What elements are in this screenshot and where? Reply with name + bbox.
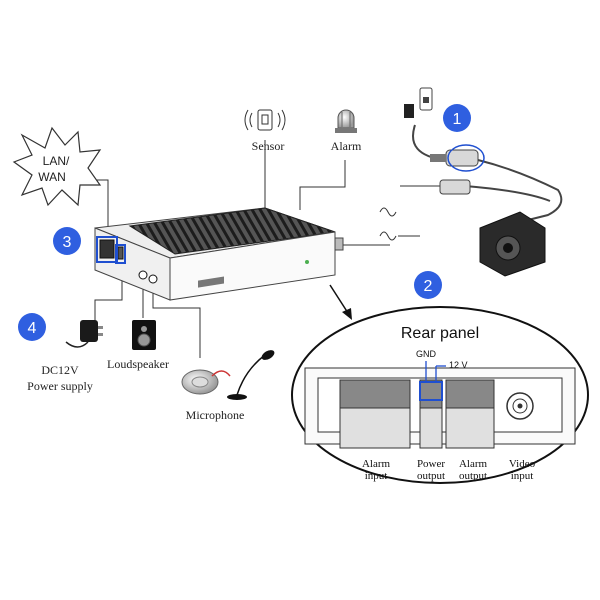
power-adapter-icon [65, 320, 103, 348]
badge-3: 3 [53, 227, 81, 255]
terminal-block-power [419, 379, 443, 449]
camera-wire-2 [464, 185, 551, 202]
usb-port [117, 246, 124, 260]
status-led [305, 260, 309, 264]
badge-1: 1 [443, 104, 471, 132]
alarm-input-line1: Alarm [362, 458, 391, 470]
alarm-output-line1: Alarm [459, 458, 488, 470]
bnc-connector-top [430, 144, 485, 172]
camera-body [479, 211, 546, 277]
alarm-label: Alarm [331, 139, 362, 153]
pinhole-camera [404, 87, 563, 277]
panel-bnc-connector [506, 392, 534, 420]
power-supply: DC12V Power supply [27, 320, 103, 393]
alarm-siren-icon [335, 109, 357, 133]
terminal-block-left [339, 379, 411, 449]
badge-4: 4 [18, 313, 46, 341]
video-port [334, 237, 344, 251]
speaker-icon [132, 320, 156, 350]
alarm-cable [299, 160, 346, 210]
lan-port [99, 239, 115, 259]
sensor-device: Sensor [244, 109, 286, 153]
power-supply-line1: DC12V [41, 363, 79, 377]
lan-wan-line1: LAN/ [43, 154, 70, 168]
lan-wan-cloud: LAN/ WAN [12, 126, 102, 207]
gnd-label: GND [416, 349, 437, 359]
sensor-label: Sensor [252, 139, 285, 153]
mic-gooseneck-icon [227, 350, 275, 400]
alarm-input-line2: input [365, 470, 388, 482]
power-output-line2: output [417, 470, 445, 482]
loudspeaker-label: Loudspeaker [107, 357, 169, 371]
lan-wan-line2: WAN [38, 170, 66, 184]
rear-panel-arrow [329, 284, 352, 320]
microphone-label: Microphone [186, 408, 245, 422]
box-label-plate [198, 276, 224, 288]
video-input-line1: Video [509, 458, 536, 470]
audio-in-jack [148, 274, 158, 284]
terminal-block-right [445, 379, 495, 449]
power-output-line1: Power [417, 458, 445, 470]
alarm-device: Alarm [331, 109, 362, 153]
audio-out-jack [138, 270, 148, 280]
video-input-line2: input [511, 470, 534, 482]
sensor-icon [244, 109, 286, 131]
connector-highlight [447, 144, 485, 172]
connection-lines [85, 140, 440, 358]
gnd-12v-leaders [425, 361, 446, 382]
dc-plug-icon [404, 87, 433, 118]
bnc-connector-bottom [439, 179, 471, 195]
alarm-output-line2: output [459, 470, 487, 482]
mic-cable [152, 280, 201, 358]
starburst-shape [12, 126, 102, 207]
camera-wire [412, 124, 563, 221]
v12-label: 12 V [449, 360, 468, 370]
badge-4-number: 4 [28, 320, 37, 337]
power-supply-line2: Power supply [27, 379, 93, 393]
encoder-box [94, 207, 344, 301]
cable-break-2 [379, 231, 397, 241]
rear-panel-callout: Rear panel GND 12 V Alarm inpu [291, 306, 589, 484]
cable-break-1 [379, 207, 397, 217]
badge-2: 2 [414, 271, 442, 299]
rear-panel-title: Rear panel [401, 325, 479, 342]
power-port-highlight [115, 244, 126, 264]
power-cable [94, 272, 123, 325]
power-terminal-highlight [419, 381, 443, 401]
microphone: Microphone [181, 350, 275, 422]
badge-2-number: 2 [424, 278, 433, 295]
loudspeaker: Loudspeaker [107, 320, 169, 371]
mic-boundary-icon [181, 369, 231, 395]
badge-1-number: 1 [453, 111, 462, 128]
badge-3-number: 3 [63, 234, 72, 251]
